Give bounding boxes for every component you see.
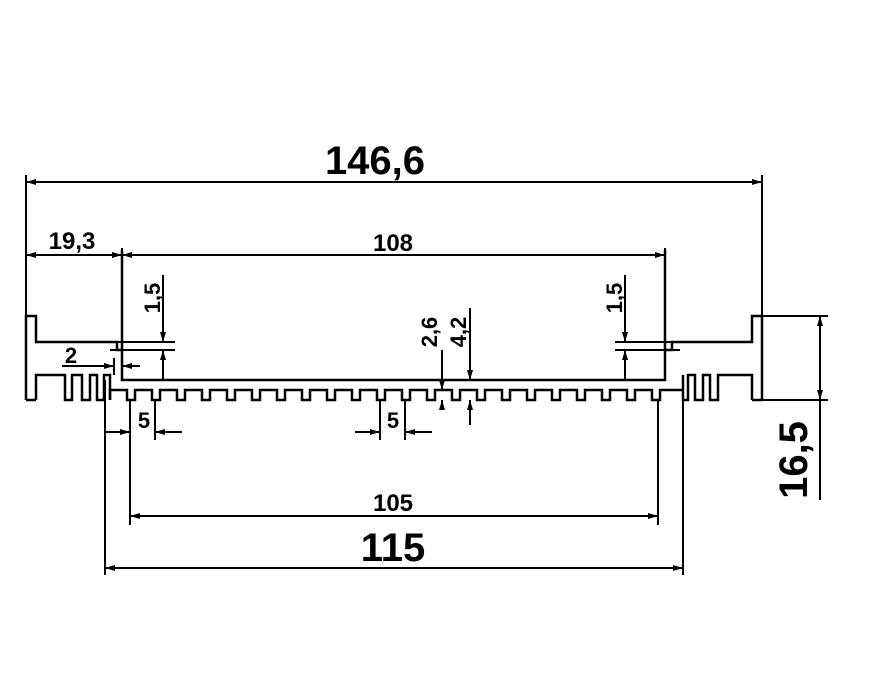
tooth-row — [108, 388, 683, 402]
dim-left-offset: 19,3 — [49, 228, 96, 255]
dim-depth-b: 4,2 — [446, 317, 471, 348]
dim-overall-width: 146,6 — [325, 139, 425, 183]
dim-wall-right: 1,5 — [602, 283, 627, 314]
dim-inner-width: 108 — [373, 230, 413, 257]
dim-base-width: 115 — [361, 526, 426, 570]
dim-fin-span: 105 — [373, 490, 413, 517]
dim-pitch-center: 5 — [387, 408, 399, 433]
dimension-lines — [26, 179, 823, 571]
extension-lines — [25, 175, 828, 575]
dim-depth-a: 2,6 — [417, 317, 442, 348]
dim-wall-left: 1,5 — [140, 283, 165, 314]
dim-height: 16,5 — [772, 421, 816, 499]
dim-pitch-left: 5 — [138, 408, 150, 433]
dim-gap: 2 — [65, 343, 77, 368]
profile-outline — [24, 250, 764, 402]
